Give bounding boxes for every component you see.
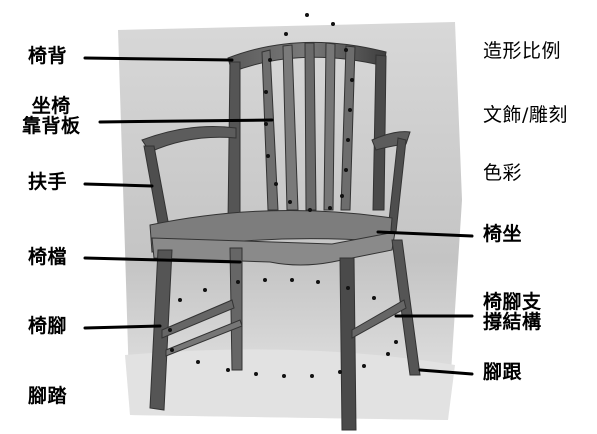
leader-heel [418, 368, 474, 376]
back-slat [323, 42, 336, 211]
label-backrest-slat-line1: 坐椅 [31, 95, 71, 117]
leader-armrest [83, 182, 154, 188]
label-seat: 椅坐 [483, 223, 523, 245]
label-heel: 腳跟 [483, 361, 523, 383]
back-post-left [227, 61, 241, 223]
back-slat [304, 42, 317, 211]
label-backrest-slat: 坐椅 靠背板 [22, 96, 81, 136]
back-post-right [372, 54, 387, 211]
leader-lines [83, 56, 474, 376]
label-footrest: 腳踏 [28, 385, 68, 407]
front-leg-right [339, 257, 357, 431]
leader-backrest-slat [98, 118, 274, 124]
leader-apron [83, 256, 242, 264]
stretcher [351, 299, 407, 339]
label-leg-support-line1: 椅腳支 [483, 291, 542, 313]
label-apron: 椅檔 [28, 246, 68, 268]
back-slat [282, 44, 299, 211]
label-backrest-slat-line2: 靠背板 [22, 115, 81, 137]
front-leg-left [149, 249, 173, 411]
label-ornament-carving: 文飾/雕刻 [483, 104, 568, 126]
label-armrest: 扶手 [28, 171, 68, 193]
label-leg-support-line2: 撐結構 [483, 311, 542, 333]
label-form-proportion: 造形比例 [483, 40, 562, 62]
leader-seat [376, 230, 474, 238]
leader-back [83, 56, 234, 62]
armrest-left [141, 126, 237, 153]
stretcher [165, 319, 243, 357]
label-leg-support-structure: 椅腳支 撐結構 [483, 292, 542, 332]
leader-leg [83, 324, 162, 330]
label-color: 色彩 [483, 162, 523, 184]
floor-shadow [125, 349, 455, 420]
dotted-guides [168, 13, 398, 378]
label-chair-back: 椅背 [28, 45, 68, 67]
label-leg: 椅腳 [28, 315, 68, 337]
stretcher [161, 299, 235, 339]
